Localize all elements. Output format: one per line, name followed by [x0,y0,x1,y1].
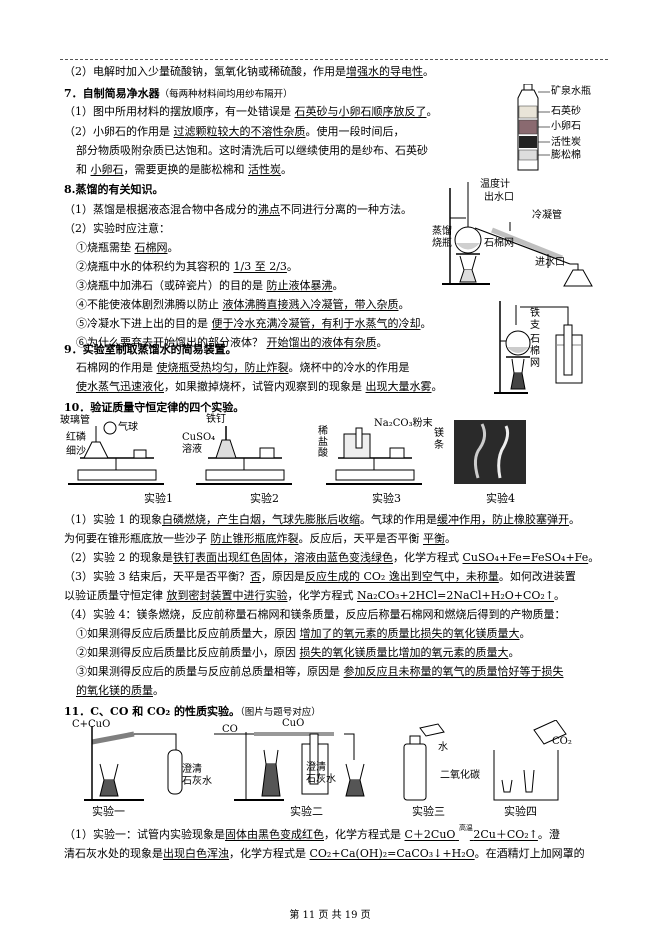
label-balloon: 气球 [118,422,138,433]
s9-l2: 使水蒸气迅速液化，如果撤掉烧杯，试管内观察到的现象是 出现大量水雾。 [76,380,443,393]
water-filter-figure [517,84,550,171]
label-clear-2: 澄清 [306,762,326,773]
label-activated-carbon: 活性炭 [551,137,581,148]
label-hydrochloric: 盐 [318,437,328,448]
label-solution: 溶液 [182,444,202,455]
s11-l2: 清石灰水处的现象是出现白色浑浊，化学方程式是 CO₂+Ca(OH)₂=CaCO₃… [64,847,585,860]
label-flask: 烧瓶 [432,238,452,249]
label-thermometer: 温度计 [480,179,510,190]
label-cuo: CuO [282,718,305,729]
label-limewater-1: 石灰水 [182,776,212,787]
label-limewater-2: 石灰水 [306,774,336,785]
s10-q3: （3）实验 3 结束后，天平是否平衡？否，原因是反应生成的 CO₂ 逸出到空气中… [64,570,576,583]
caption-exp-three: 实验三 [412,805,445,818]
distillation-figure [442,182,593,287]
label-co: CO [222,724,238,735]
caption-exp-one: 实验一 [92,805,125,818]
s10-q1-l2: 为何要在锥形瓶底放一些沙子 防止锥形瓶底炸裂。反应后，天平是否平衡 平衡。 [64,532,456,545]
s10-q4-3: ③如果测得反应后的质量与反应前总质量相等，原因是 参加反应且未称量的氧气的质量恰… [76,665,564,678]
label-red-phosphorus: 红磷 [66,432,86,443]
label-c-cuo: C+CuO [72,719,111,730]
label-iron-nail: 铁钉 [206,414,226,425]
label-clear-1: 澄清 [182,764,202,775]
label-water-inlet: 进水口 [535,257,565,268]
s8-l2: （2）实验时应注意： [64,222,170,235]
label-cotton: 膨松棉 [551,150,581,161]
caption-exp1: 实验1 [144,492,173,505]
s7-title-line: 7．自制简易净水器（每两种材料间均用纱布隔开） [64,87,293,100]
simple-distill-figure [494,301,583,394]
label-acid: 酸 [318,448,328,459]
s7-q2-l2: 部分物质吸附杂质已达饱和。这时清洗后可以继续使用的是纱布、石英砂 [76,144,428,157]
s10-q4-3-l2: 的氧化镁的质量。 [76,684,164,697]
label-na2co3-powder: Na₂CO₃粉末 [374,418,433,429]
s7-q2: （2）小卵石的作用是 过滤颗粒较大的不溶性杂质。使用一段时间后， [64,125,405,138]
label-stand: 支 [530,320,540,331]
s9-title: 9．实验室制取蒸馏水的简易装置。 [64,343,237,356]
s10-q2: （2）实验 2 的现象是铁钉表面出现红色固体，溶液由蓝色变浅绿色，化学方程式 C… [64,551,600,564]
label-carbon-dioxide: 二氧化碳 [440,770,480,781]
page-footer: 第 11 页 共 19 页 [289,910,371,921]
s11-title-line: 11．C、CO 和 CO₂ 的性质实验。（图片与题号对应） [64,705,321,718]
s10-q4: （4）实验 4：镁条燃烧，反应前称量石棉网和镁条质量，反应后称量石棉网和燃烧后得… [64,608,566,621]
label-strip: 条 [434,440,444,451]
label-co2: CO₂ [552,736,572,747]
label-mineral-bottle: 矿泉水瓶 [551,86,591,97]
label-quartz-sand: 石英砂 [551,106,581,117]
s10-q4-1: ①如果测得反应后质量比反应前质量大，原因 增加了的氧元素的质量比损失的氧化镁质量… [76,627,531,640]
label-water: 水 [438,742,448,753]
label-fine-sand: 细沙 [66,446,86,457]
s8-l5: ③烧瓶中加沸石（或碎瓷片）的目的是 防止液体暴沸。 [76,279,344,292]
header-rule [60,59,608,60]
s7-q2-l3: 和 小卵石，需要更换的是膨松棉和 活性炭。 [76,163,292,176]
label-distill: 蒸馏 [432,226,452,237]
s8-l7: ⑤冷凝水下进上出的目的是 便于冷水充满冷凝管，有利于水蒸气的冷却。 [76,317,432,330]
caption-exp-four: 实验四 [504,805,537,818]
label-asbestos-2: 棉 [530,346,540,357]
label-water-outlet: 出水口 [484,192,514,203]
s9-l1: 石棉网的作用是 使烧瓶受热均匀，防止炸裂。烧杯中的冷水的作用是 [76,361,410,374]
s10-q1: （1）实验 1 的现象白磷燃烧，产生白烟，气球先膨胀后收缩。气球的作用是缓冲作用… [64,513,580,526]
label-asbestos-3: 网 [530,358,540,369]
s11-l1: （1）实验一：试管内实验现象是固体由黑色变成红色，化学方程式是 C＋2CuO 高… [64,824,560,841]
s7-q1: （1）图中所用材料的摆放顺序，有一处错误是 石英砂与小卵石顺序放反了。 [64,105,438,118]
s8-l3: ①烧瓶需垫 石棉网。 [76,241,179,254]
caption-exp2: 实验2 [250,492,279,505]
label-condenser: 冷凝管 [532,210,562,221]
caption-exp4: 实验4 [486,492,515,505]
label-asbestos-1: 石 [530,334,540,345]
label-dilute: 稀 [318,426,328,437]
s8-l8: ⑥为什么要弃去开始馏出的部分液体？ 开始馏出的液体有杂质。 [76,336,388,349]
s8-l4: ②烧瓶中水的体积约为其容积的 1/3 至 2/3。 [76,260,298,273]
s8-title: 8.蒸馏的有关知识。 [64,183,164,196]
label-magnesium: 镁 [434,428,444,439]
carbon-experiments-figures [84,720,567,801]
caption-exp-two: 实验二 [290,805,323,818]
s10-q4-2: ②如果测得反应后质量比反应前质量小，原因 损失的氧化镁质量比增加的氧元素的质量大… [76,646,520,659]
label-iron: 铁 [530,308,540,319]
label-glass-tube: 玻璃管 [60,415,90,426]
s8-l1: （1）蒸馏是根据液态混合物中各成分的沸点不同进行分离的一种方法。 [64,203,412,216]
s8-l6: ④不能使液体剧烈沸腾以防止 液体沸腾直接溅入冷凝管，带入杂质。 [76,298,410,311]
label-asbestos-net: 石棉网 [484,238,514,249]
label-pebbles: 小卵石 [551,121,581,132]
label-cuso4: CuSO₄ [182,432,216,443]
s6-q2-line: （2）电解时加入少量硫酸钠，氢氧化钠或稀硫酸，作用是增强水的导电性。 [64,65,434,78]
s10-q3-l2: 以验证质量守恒定律 放到密封装置中进行实验，化学方程式 Na₂CO₃+2HCl=… [64,589,566,602]
caption-exp3: 实验3 [372,492,401,505]
s10-title: 10．验证质量守恒定律的四个实验。 [64,401,245,414]
mass-conservation-figures [68,420,526,485]
